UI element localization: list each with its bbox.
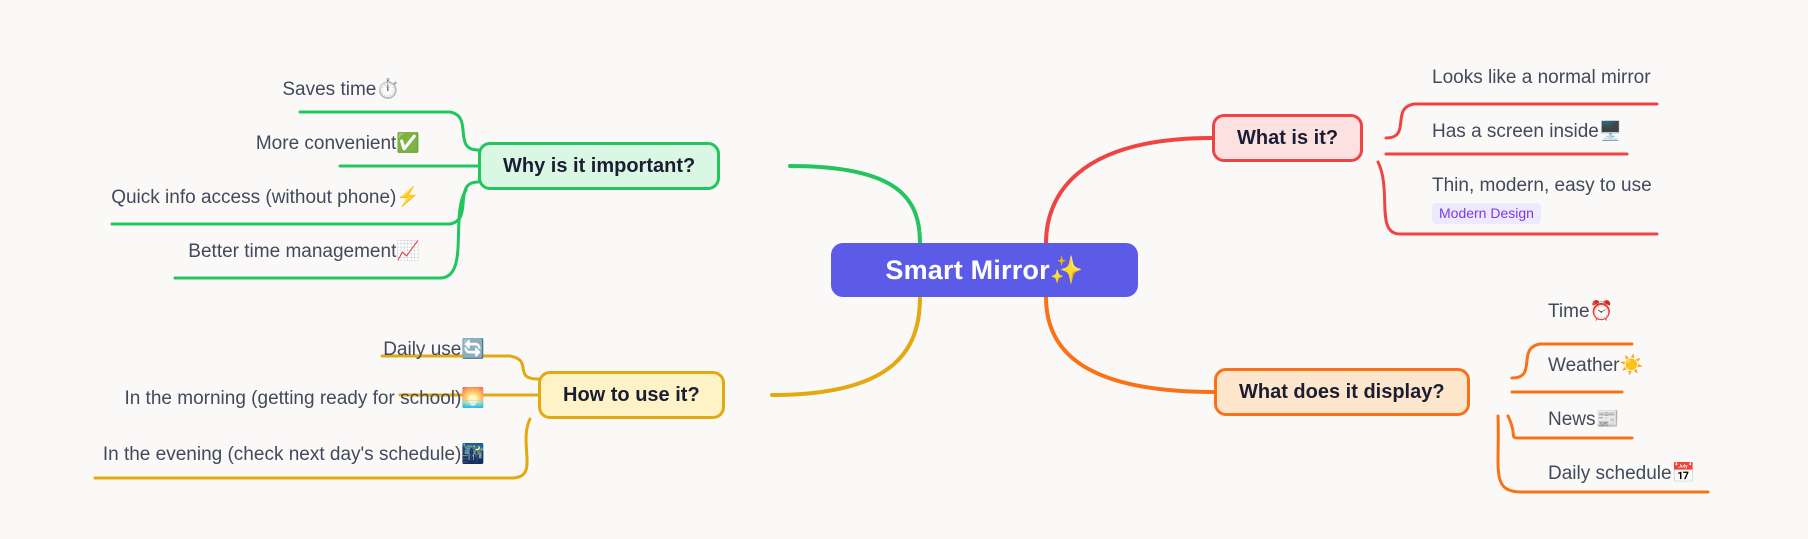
leaf-in-the-evening[interactable]: In the evening (check next day's schedul… xyxy=(10,443,485,467)
leaf-label: In the morning (getting ready for school… xyxy=(124,388,485,409)
leaf-in-the-morning[interactable]: In the morning (getting ready for school… xyxy=(40,387,485,411)
leaf-label: Saves time⏱️ xyxy=(282,79,400,100)
branch-node-why-is-it-important[interactable]: Why is it important? xyxy=(478,142,721,190)
leaf-saves-time[interactable]: Saves time⏱️ xyxy=(180,78,400,102)
leaf-label: Has a screen inside🖥️ xyxy=(1432,121,1623,142)
leaf-weather[interactable]: Weather☀️ xyxy=(1548,354,1643,378)
leaf-label: In the evening (check next day's schedul… xyxy=(102,444,485,465)
leaf-label: Looks like a normal mirror xyxy=(1432,67,1651,88)
leaf-quick-info-access[interactable]: Quick info access (without phone)⚡ xyxy=(20,186,420,210)
branch-label: What does it display? xyxy=(1239,380,1445,403)
leaf-label: Weather☀️ xyxy=(1548,355,1644,376)
leaf-label: Time⏰ xyxy=(1548,301,1614,322)
leaf-more-convenient[interactable]: More convenient✅ xyxy=(140,132,420,156)
leaf-tag-modern-design: Modern Design xyxy=(1432,202,1541,225)
branch-label: What is it? xyxy=(1237,126,1339,149)
leaf-time[interactable]: Time⏰ xyxy=(1548,300,1613,324)
leaf-label: Thin, modern, easy to use xyxy=(1432,175,1652,196)
leaf-label: Better time management📈 xyxy=(188,241,420,262)
branch-label: Why is it important? xyxy=(503,154,696,177)
root-node[interactable]: Smart Mirror✨ xyxy=(831,243,1138,297)
leaf-label: News📰 xyxy=(1548,409,1620,430)
leaf-daily-use[interactable]: Daily use🔄 xyxy=(260,338,485,362)
leaf-looks-like-a-normal-mirror[interactable]: Looks like a normal mirror xyxy=(1432,66,1651,90)
branch-node-how-to-use-it[interactable]: How to use it? xyxy=(538,371,725,419)
branch-node-what-is-it[interactable]: What is it? xyxy=(1212,114,1364,162)
leaf-news[interactable]: News📰 xyxy=(1548,408,1619,432)
leaf-has-a-screen-inside[interactable]: Has a screen inside🖥️ xyxy=(1432,120,1623,144)
leaf-daily-schedule[interactable]: Daily schedule📅 xyxy=(1548,462,1695,486)
leaf-thin-modern-easy-to-use[interactable]: Thin, modern, easy to use Modern Design xyxy=(1432,174,1652,225)
leaf-label: Daily schedule📅 xyxy=(1548,463,1696,484)
leaf-better-time-management[interactable]: Better time management📈 xyxy=(70,240,420,264)
branch-label: How to use it? xyxy=(563,383,700,406)
branch-node-what-does-it-display[interactable]: What does it display? xyxy=(1214,368,1470,416)
root-node-label: Smart Mirror✨ xyxy=(885,255,1084,285)
leaf-label: Daily use🔄 xyxy=(383,339,485,360)
leaf-label: Quick info access (without phone)⚡ xyxy=(111,187,420,208)
leaf-label: More convenient✅ xyxy=(255,133,420,154)
